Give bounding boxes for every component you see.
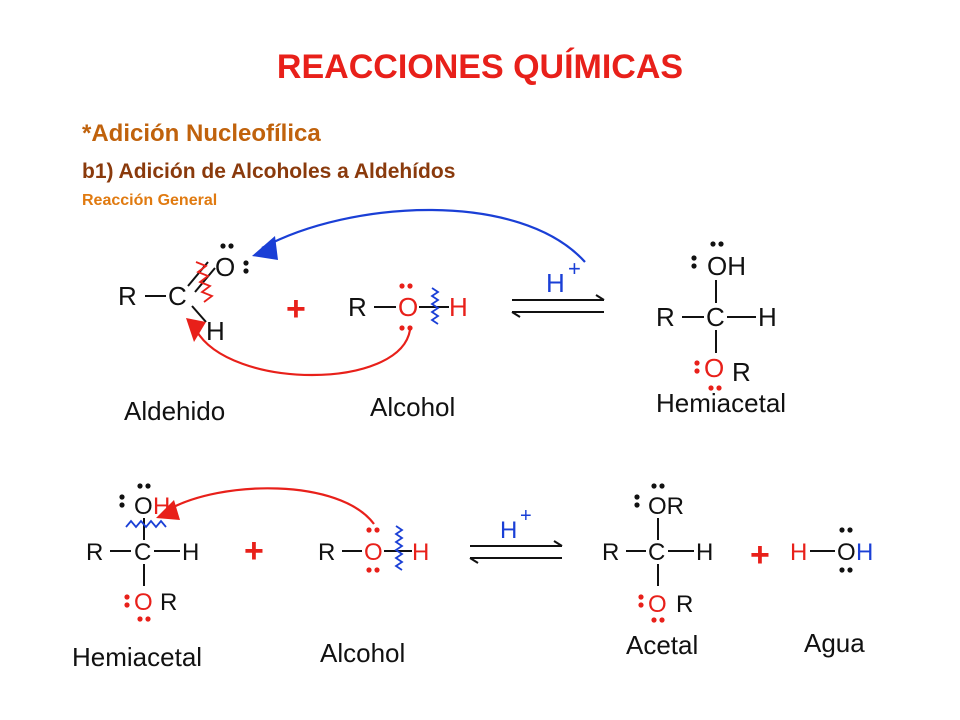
bond-break-mark bbox=[394, 525, 404, 571]
lone-pair-dot bbox=[407, 325, 413, 331]
equilibrium-arrows bbox=[469, 540, 563, 564]
bond-c-o-double-2 bbox=[194, 267, 216, 293]
arrowhead bbox=[156, 500, 180, 520]
arrowhead bbox=[252, 236, 278, 260]
atom-r: R bbox=[602, 539, 619, 566]
label-alcohol: Alcohol bbox=[370, 392, 455, 422]
atom-r: R bbox=[318, 539, 335, 566]
atom-h: H bbox=[449, 292, 468, 322]
lone-pair-dot bbox=[399, 283, 405, 289]
atom-r: R bbox=[160, 589, 177, 616]
plus-sign: + bbox=[244, 532, 264, 570]
atom-r: R bbox=[732, 357, 751, 387]
caption-reaccion-general: Reacción General bbox=[82, 192, 218, 209]
lone-pair-dot bbox=[220, 243, 226, 249]
atom-o: O bbox=[648, 591, 667, 618]
catalyst-plus: + bbox=[568, 256, 581, 281]
label-agua: Agua bbox=[804, 628, 865, 658]
catalyst-h-plus: H + bbox=[500, 505, 532, 544]
catalyst-h: H bbox=[500, 517, 517, 544]
alcohol-molecule: R O H bbox=[348, 283, 468, 331]
catalyst-h-plus: H + bbox=[546, 256, 581, 298]
label-acetal: Acetal bbox=[626, 630, 698, 660]
proton-transfer-arrow bbox=[261, 208, 586, 263]
atom-oh: OH bbox=[707, 251, 746, 281]
atom-h: H bbox=[758, 302, 777, 332]
atom-c: C bbox=[134, 539, 151, 566]
atom-r: R bbox=[676, 591, 693, 618]
atom-o: O bbox=[364, 539, 383, 566]
atom-h: H bbox=[182, 539, 199, 566]
catalyst-plus: + bbox=[520, 505, 532, 527]
plus-sign: + bbox=[750, 536, 770, 574]
label-aldehido: Aldehido bbox=[124, 396, 225, 426]
label-hemiacetal: Hemiacetal bbox=[72, 642, 202, 672]
catalyst-h: H bbox=[546, 268, 565, 298]
atom-r: R bbox=[348, 292, 367, 322]
label-alcohol: Alcohol bbox=[320, 638, 405, 668]
atom-h: H bbox=[856, 539, 873, 566]
atom-o: O bbox=[215, 252, 235, 282]
equilibrium-arrows bbox=[511, 294, 605, 318]
bond-break-mark bbox=[430, 287, 440, 325]
atom-c: C bbox=[706, 302, 725, 332]
atom-r: R bbox=[656, 302, 675, 332]
plus-sign: + bbox=[286, 290, 306, 328]
water-molecule: H O H bbox=[790, 527, 873, 573]
section-heading: *Adición Nucleofílica bbox=[82, 120, 321, 147]
atom-o: O bbox=[837, 539, 856, 566]
aldehyde-molecule: R C O H bbox=[118, 243, 249, 346]
acetal-molecule: OR R C H O R bbox=[602, 483, 713, 623]
page-title: REACCIONES QUÍMICAS bbox=[276, 48, 684, 86]
lone-pair-dot bbox=[399, 325, 405, 331]
label-hemiacetal: Hemiacetal bbox=[656, 388, 786, 418]
hemiacetal-molecule: OH R C H O R bbox=[656, 241, 777, 391]
atom-o: O bbox=[134, 589, 153, 616]
bond-break-mark bbox=[125, 519, 167, 529]
bond-c-h bbox=[191, 305, 207, 323]
lone-pair-dot bbox=[228, 243, 234, 249]
nucleophilic-attack-arrow bbox=[167, 487, 375, 525]
atom-c: C bbox=[648, 539, 665, 566]
atom-h: H bbox=[206, 316, 225, 346]
atom-h: H bbox=[412, 539, 429, 566]
atom-c: C bbox=[168, 281, 187, 311]
bond-break-mark bbox=[195, 261, 214, 303]
arrowhead bbox=[186, 318, 206, 342]
subsection-heading: b1) Adición de Alcoholes a Aldehídos bbox=[82, 160, 456, 183]
alcohol-reactant-molecule: R O H bbox=[318, 525, 429, 573]
lone-pair-dot bbox=[243, 260, 249, 266]
atom-h: H bbox=[790, 539, 807, 566]
atom-h: H bbox=[696, 539, 713, 566]
nucleophilic-attack-arrow bbox=[195, 329, 412, 377]
atom-or: OR bbox=[648, 493, 684, 520]
lone-pair-dot bbox=[407, 283, 413, 289]
lone-pair-dot bbox=[243, 268, 249, 274]
atom-o: O bbox=[704, 353, 724, 383]
atom-o: O bbox=[134, 493, 153, 520]
atom-r: R bbox=[86, 539, 103, 566]
atom-o: O bbox=[398, 292, 418, 322]
atom-r: R bbox=[118, 281, 137, 311]
